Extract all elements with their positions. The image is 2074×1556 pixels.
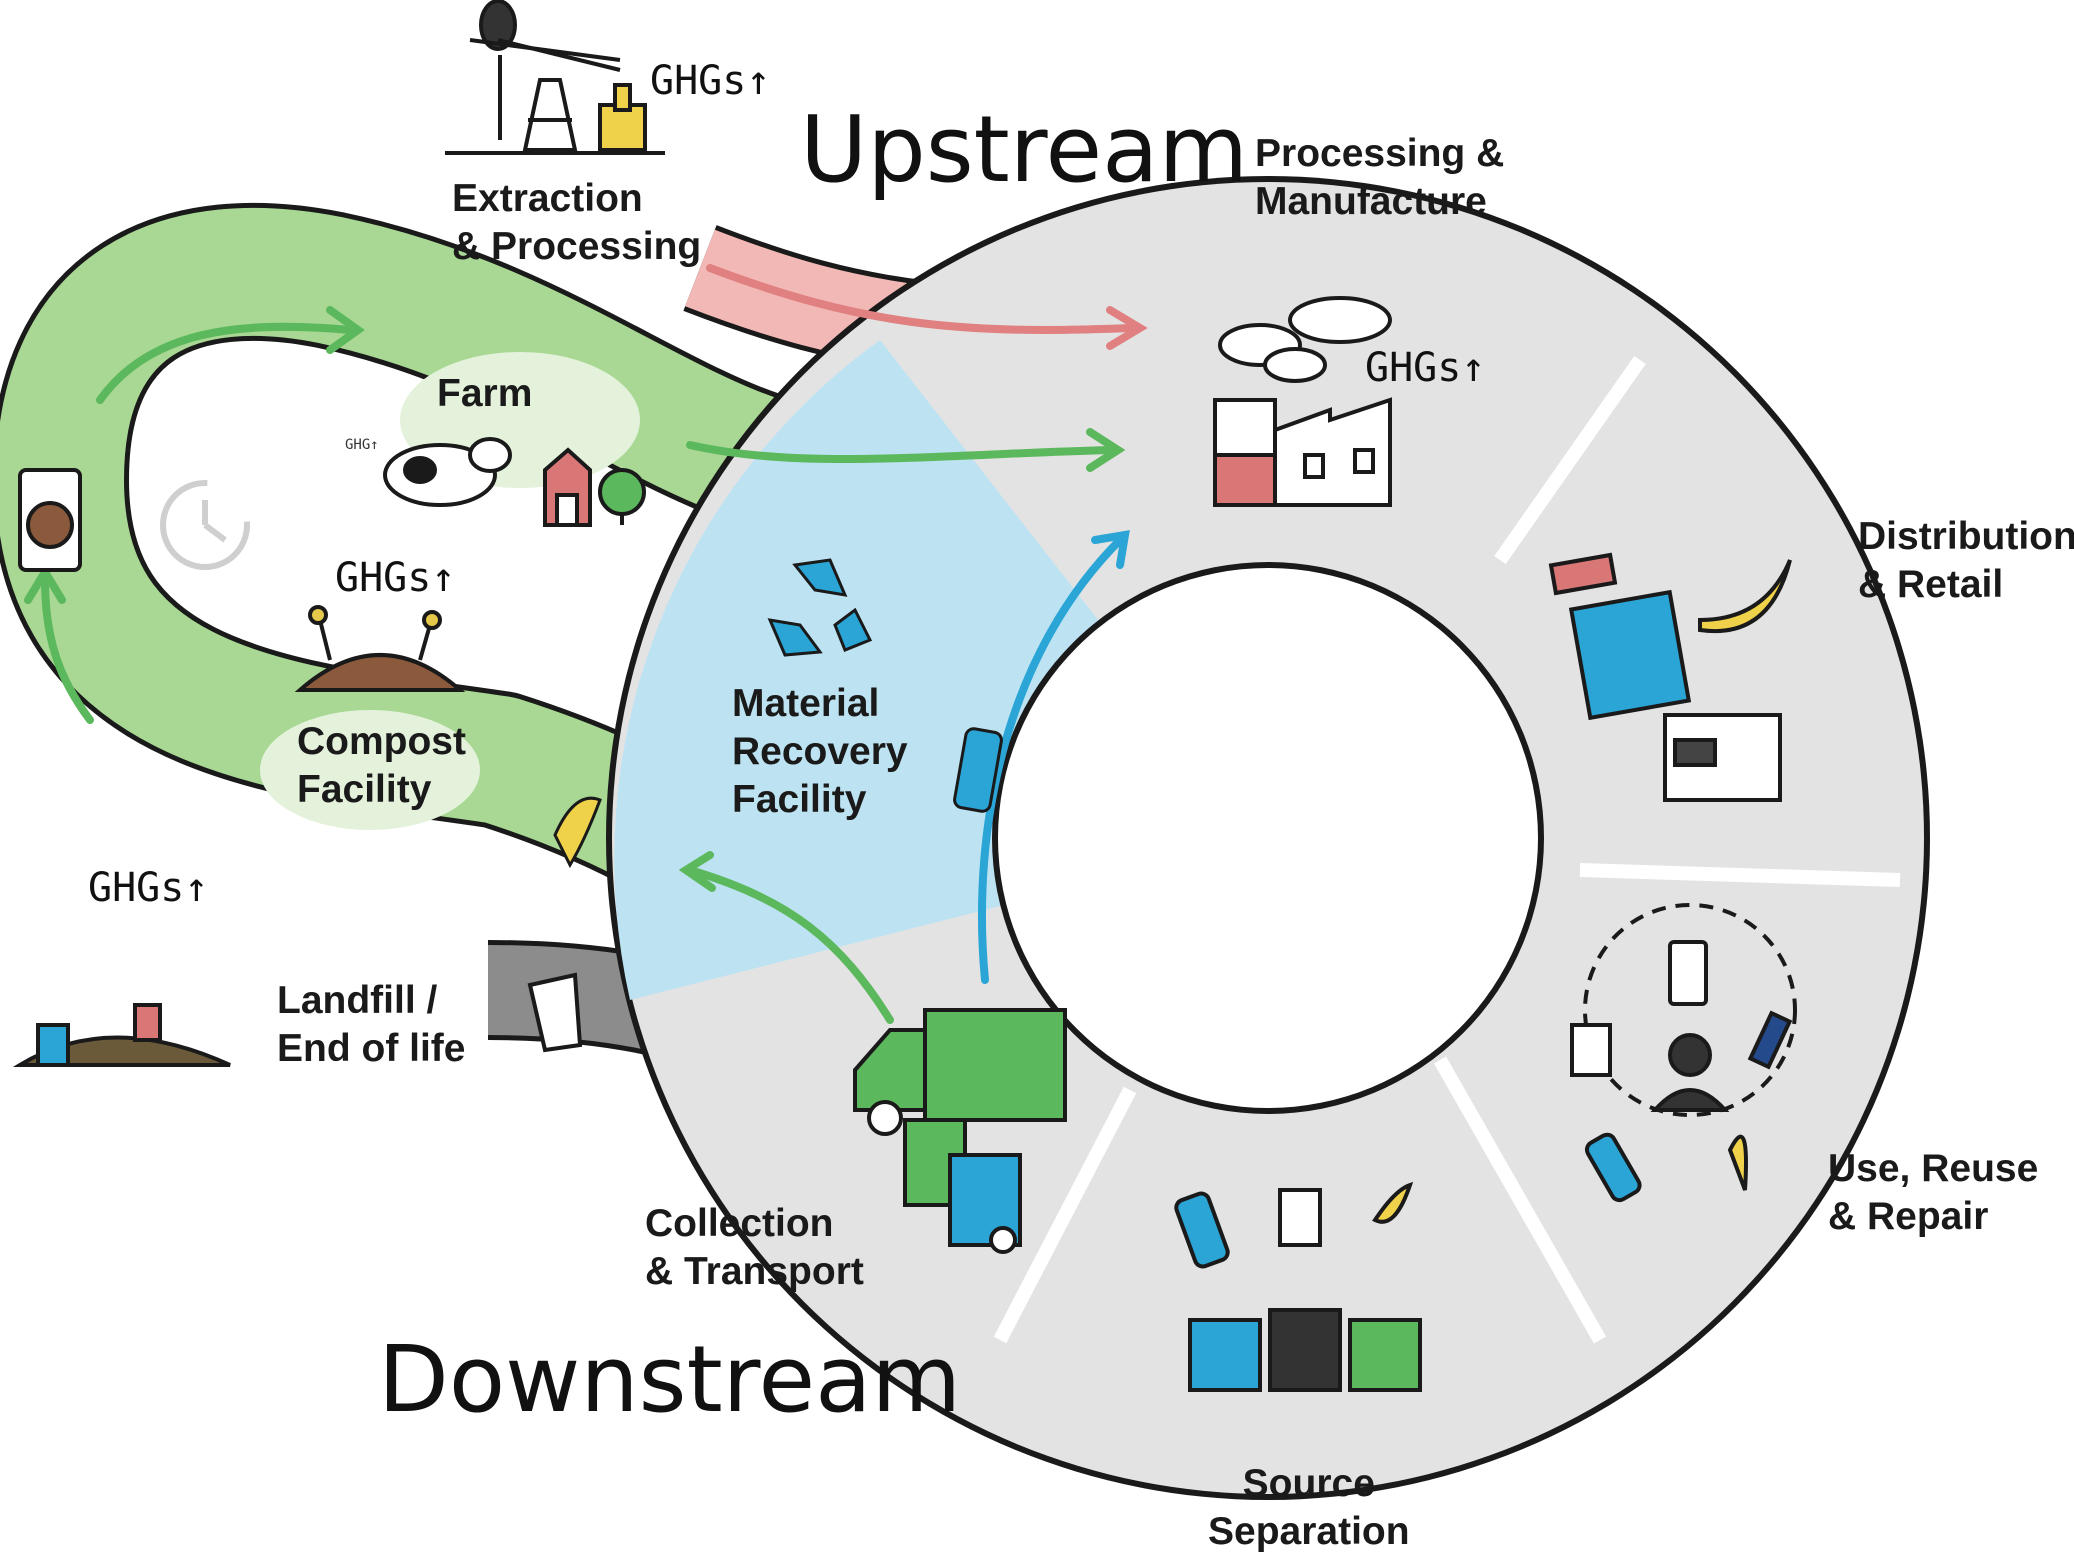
compost-icon (294, 605, 466, 692)
upstream-title: Upstream (800, 96, 1249, 203)
extraction-label: Extraction & Processing (452, 177, 702, 268)
use-reuse-icons (1570, 903, 1797, 1203)
banana-peel-icon (553, 796, 602, 869)
landfill-icon (12, 1003, 231, 1067)
processing-label: Processing & Manufacture (1255, 132, 1505, 223)
landfill-label: Landfill / End of life (277, 979, 466, 1070)
ghg-factory: GHGs↑ (1365, 345, 1486, 391)
flow-arrows (24, 264, 1148, 1024)
farm-icon (383, 437, 646, 527)
water-bottle-icon (953, 727, 1003, 813)
retail-icons (1548, 552, 1792, 802)
use-reuse-label: Use, Reuse & Repair (1828, 1147, 2039, 1238)
ring-separators (993, 355, 1901, 1344)
collection-label: Collection & Transport (645, 1202, 864, 1293)
cup-icon (527, 972, 583, 1053)
farm-label: Farm (437, 372, 533, 415)
blue-arrow (977, 536, 1124, 984)
oil-derrick-icon (445, 0, 665, 155)
green-arrow-top (96, 322, 354, 404)
ghg-compost: GHGs↑ (335, 555, 456, 601)
compost-label: Compost Facility (297, 720, 466, 811)
material-recovery-label: Material Recovery Facility (732, 682, 908, 821)
compost-bag-icon (18, 468, 82, 572)
compost-highlight (260, 710, 480, 830)
distribution-label: Distribution & Retail (1858, 515, 2074, 606)
ghg-extraction: GHGs↑ (650, 58, 771, 104)
truck-icon (853, 1008, 1067, 1254)
ghg-landfill: GHGs↑ (88, 865, 209, 911)
red-arrow (706, 264, 1134, 334)
source-separation-label: Source Separation (1208, 1462, 1410, 1553)
downstream-title: Downstream (378, 1326, 962, 1433)
factory-icon (1213, 296, 1392, 507)
bins-icon (1174, 1181, 1422, 1392)
green-arrow-left (41, 576, 94, 724)
green-arrow-right (686, 441, 1114, 464)
recycle-icon (767, 558, 873, 657)
clock-icon (160, 480, 250, 570)
ghg-cow: GHG↑ (345, 437, 379, 453)
green-arrow-bottom (686, 866, 894, 1024)
